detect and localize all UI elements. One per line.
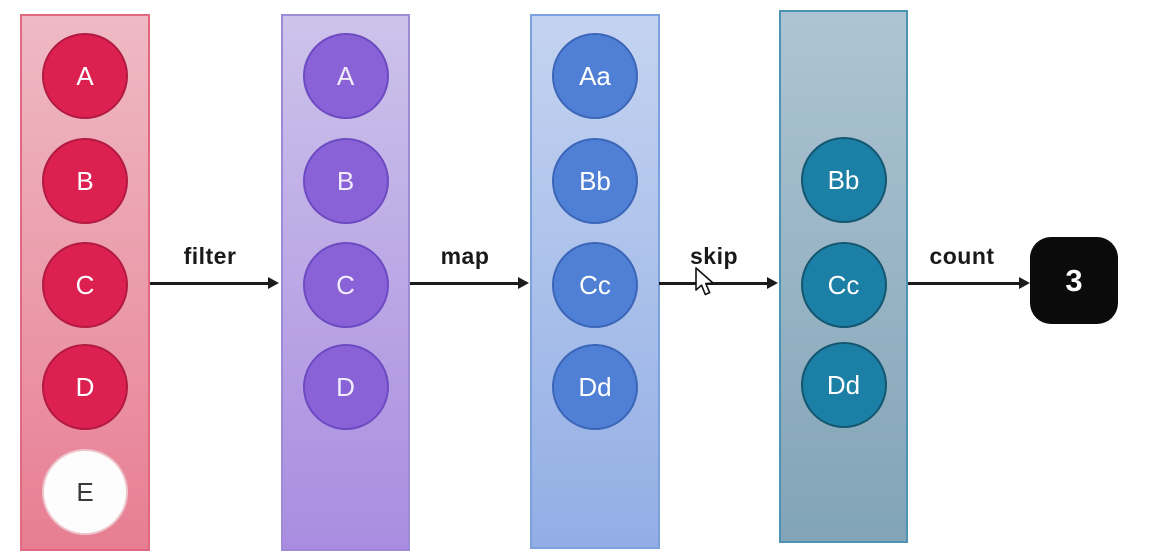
stream-item: Bb (552, 138, 638, 224)
stage-panel-after-skip: Bb Cc Dd (779, 10, 908, 543)
stream-item: A (42, 33, 128, 119)
arrow-map (410, 277, 529, 289)
operator-label-count: count (929, 243, 995, 269)
stream-item: Cc (800, 242, 887, 328)
stream-item-label: D (75, 371, 95, 402)
stream-item-label: Cc (827, 269, 860, 300)
stream-item-label: D (336, 371, 355, 402)
stream-item-label: Bb (827, 164, 860, 195)
stream-item-label: Dd (578, 371, 612, 402)
stream-item: D (302, 344, 389, 430)
stream-item: Aa (552, 33, 638, 119)
count-result-value: 3 (1065, 262, 1083, 298)
stream-item-excluded: E (42, 449, 128, 535)
stream-item-label: A (336, 60, 355, 91)
arrow-filter (150, 277, 279, 289)
stream-item-label: E (76, 476, 94, 507)
stream-item-label: A (76, 60, 94, 91)
stream-item-label: B (76, 165, 94, 196)
stream-item: C (302, 242, 389, 328)
operator-label-skip: skip (689, 243, 739, 269)
stream-item-label: C (336, 269, 355, 300)
stream-item-label: Dd (826, 369, 861, 400)
stream-item-label: Cc (579, 269, 611, 300)
mouse-pointer-icon (695, 267, 714, 296)
stream-item: B (42, 138, 128, 224)
stream-item: D (42, 344, 128, 430)
stream-item: Dd (800, 342, 887, 428)
stage-panel-after-filter: A B C D (281, 14, 410, 551)
operator-label-map: map (440, 243, 490, 269)
stream-item-label: C (75, 269, 95, 300)
count-result-box: 3 (1030, 237, 1118, 324)
operator-label-filter: filter (183, 243, 237, 269)
stream-item: Dd (552, 344, 638, 430)
stream-item: C (42, 242, 128, 328)
stream-item: A (302, 33, 389, 119)
stream-item-label: B (336, 165, 355, 196)
stage-panel-source: A B C D E (20, 14, 150, 551)
stream-item-label: Bb (579, 165, 611, 196)
stream-item: Cc (552, 242, 638, 328)
stream-item: B (302, 138, 389, 224)
arrow-count (908, 277, 1030, 289)
stream-item: Bb (800, 137, 887, 223)
stream-item-label: Aa (579, 60, 611, 91)
stage-panel-after-map: Aa Bb Cc Dd (530, 14, 660, 549)
